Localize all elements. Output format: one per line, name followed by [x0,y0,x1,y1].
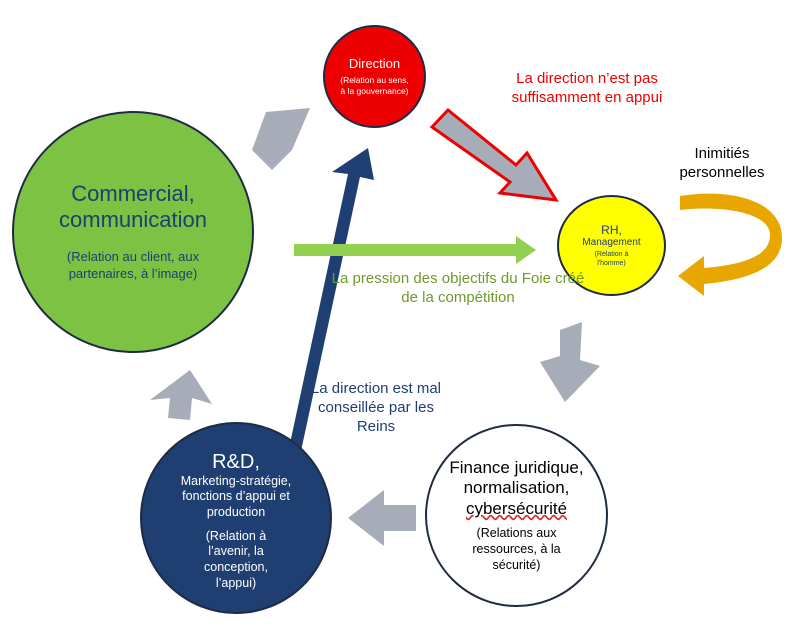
rd-body: Marketing-stratégie, fonctions d’appui e… [180,473,292,520]
direction-node: Direction (Relation au sens, à la gouver… [323,25,426,128]
rh-node: RH, Management (Relation à l'homme) [557,195,666,296]
direction-subtitle: (Relation au sens, à la gouvernance) [340,75,409,96]
label-mal-conseillee: La direction est mal conseillée par les … [310,380,442,435]
finance-title-underlined: cybersécurité [465,498,568,518]
inimities-curved-arrow [678,193,782,296]
rd-node: R&D, Marketing-stratégie, fonctions d’ap… [140,422,332,614]
flow-arrow-commercial-to-rh [294,236,536,264]
commercial-subtitle: (Relation au client, aux partenaires, à … [66,248,200,282]
rd-subtitle: (Relation à l’avenir, la conception, l’a… [204,528,268,590]
direction-title: Direction [348,56,401,72]
commercial-title: Commercial, communication [59,181,207,233]
flow-arrow-direction-to-rh [429,107,559,202]
flow-arrow-rh-to-finance [540,322,600,402]
finance-node: Finance juridique, normalisation, cybers… [425,424,608,607]
finance-title: Finance juridique, normalisation, [449,457,584,498]
flow-arrow-rd-to-commercial [150,370,212,420]
label-inimities: Inimitiés personnelles [679,145,765,181]
flow-arrow-rd-to-direction [286,148,374,465]
finance-subtitle: (Relations aux ressources, à la sécurité… [472,525,561,573]
flow-arrow-commercial-to-direction [252,108,310,170]
rh-subtitle: (Relation à l'homme) [594,251,629,267]
label-direction-support: La direction n’est pas suffisamment en a… [511,70,663,106]
rd-title: R&D, [212,450,260,473]
commercial-node: Commercial, communication (Relation au c… [12,111,254,353]
rh-title: RH, [601,223,622,238]
label-pression: La pression des objectifs du Foie créé d… [331,270,585,306]
flow-arrow-finance-to-rd [348,490,416,546]
rh-title-2: Management [582,237,641,249]
